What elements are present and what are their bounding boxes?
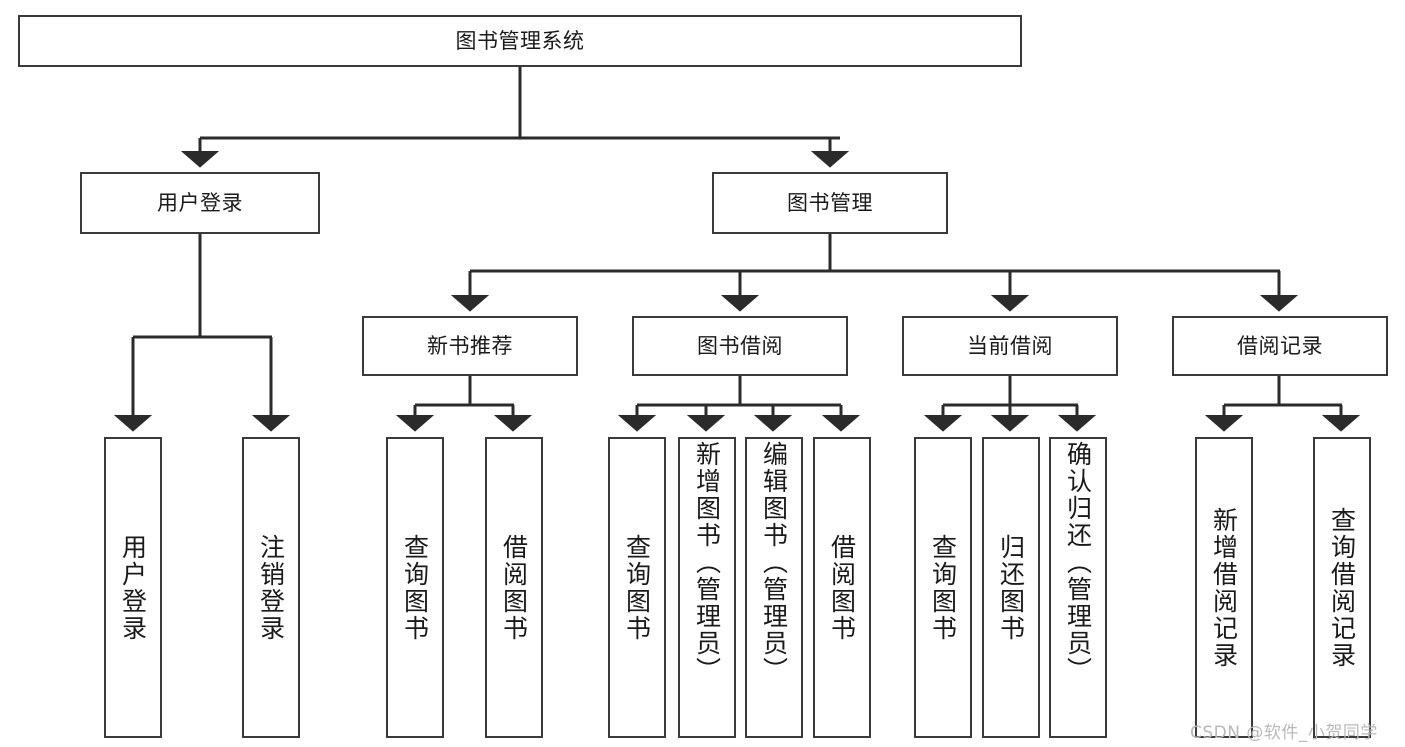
node-leaf-query-book-1[interactable]: 查询图书 [386,437,444,738]
node-leaf-return-book[interactable]: 归还图书 [982,437,1040,738]
node-leaf-borrow-book-2-label: 借阅图书 [827,533,857,642]
node-leaf-borrow-book-2[interactable]: 借阅图书 [813,437,871,738]
node-borrow-record[interactable]: 借阅记录 [1172,316,1388,376]
node-leaf-user-login-label: 用户登录 [118,533,148,642]
node-leaf-confirm-return-label: 确认归还（管理员） [1063,441,1093,684]
node-book-manage[interactable]: 图书管理 [712,172,948,234]
node-leaf-query-book-3-label: 查询图书 [928,533,958,642]
node-leaf-return-book-label: 归还图书 [996,533,1026,642]
node-leaf-query-record[interactable]: 查询借阅记录 [1313,437,1371,738]
node-leaf-user-logout[interactable]: 注销登录 [242,437,300,738]
watermark-text: CSDN @软件_小贺同学 [1190,723,1378,743]
node-borrow-record-label: 借阅记录 [1237,333,1323,358]
node-leaf-query-record-label: 查询借阅记录 [1327,506,1357,669]
node-leaf-borrow-book-1-label: 借阅图书 [499,533,529,642]
node-current-borrow-label: 当前借阅 [967,333,1053,358]
node-leaf-add-book[interactable]: 新增图书（管理员） [678,437,736,738]
node-leaf-query-book-3[interactable]: 查询图书 [914,437,972,738]
node-current-borrow[interactable]: 当前借阅 [902,316,1118,376]
node-leaf-edit-book-label: 编辑图书（管理员） [759,441,789,684]
node-leaf-confirm-return[interactable]: 确认归还（管理员） [1049,437,1107,738]
node-new-book-rec-label: 新书推荐 [427,333,513,358]
node-leaf-user-login[interactable]: 用户登录 [104,437,162,738]
node-root[interactable]: 图书管理系统 [18,15,1022,67]
node-user-login-label: 用户登录 [157,190,243,215]
node-book-manage-label: 图书管理 [787,190,873,215]
node-leaf-user-logout-label: 注销登录 [256,533,286,642]
node-leaf-add-record-label: 新增借阅记录 [1209,506,1239,669]
node-leaf-query-book-2[interactable]: 查询图书 [608,437,666,738]
node-leaf-query-book-2-label: 查询图书 [622,533,652,642]
node-leaf-query-book-1-label: 查询图书 [400,533,430,642]
node-leaf-add-book-label: 新增图书（管理员） [692,441,722,684]
node-root-label: 图书管理系统 [455,28,585,53]
node-new-book-rec[interactable]: 新书推荐 [362,316,578,376]
node-leaf-borrow-book-1[interactable]: 借阅图书 [485,437,543,738]
node-book-borrow[interactable]: 图书借阅 [632,316,848,376]
node-leaf-edit-book[interactable]: 编辑图书（管理员） [745,437,803,738]
node-user-login[interactable]: 用户登录 [80,172,320,234]
node-book-borrow-label: 图书借阅 [697,333,783,358]
node-leaf-add-record[interactable]: 新增借阅记录 [1195,437,1253,738]
